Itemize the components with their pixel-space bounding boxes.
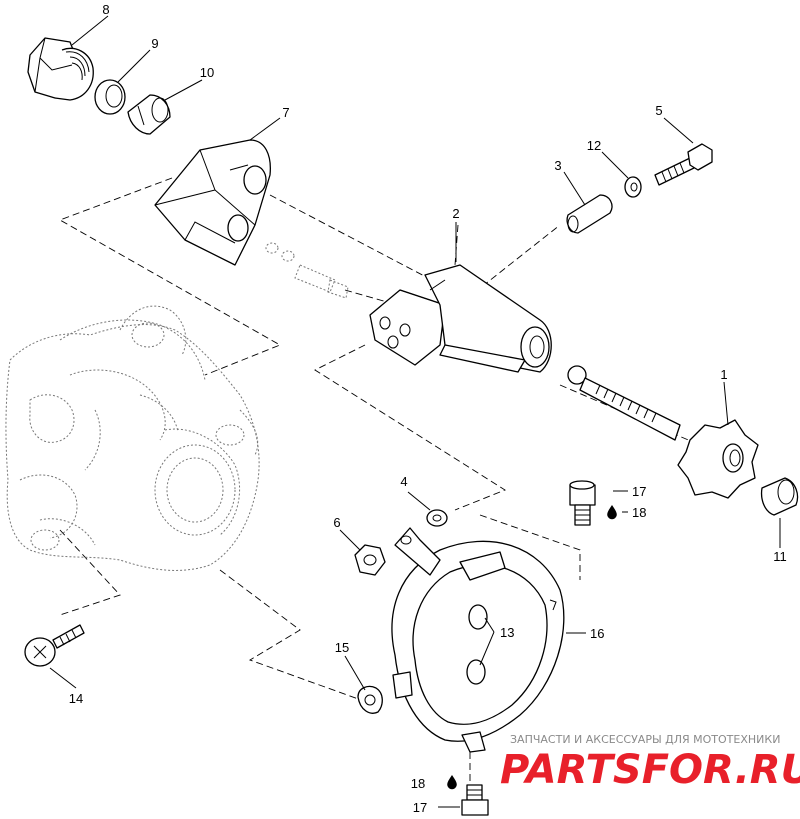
callout-15: 15: [335, 640, 349, 655]
callout-11: 11: [773, 549, 787, 564]
part-17-socket-screw-lower: [461, 784, 489, 816]
part-16-round-housing: [391, 527, 565, 753]
part-2-mounting-arm: [369, 264, 552, 373]
droplet-icon-lower: [447, 775, 457, 790]
part-10-split-bushing: [127, 94, 171, 135]
droplet-icon-upper: [607, 505, 617, 520]
watermark-tagline: ЗАПЧАСТИ И АКСЕССУАРЫ ДЛЯ МОТОТЕХНИКИ: [510, 733, 780, 746]
gearbox-housing-ghost: [5, 305, 260, 571]
part-11-bushing: [760, 477, 799, 516]
callout-2: 2: [452, 206, 459, 221]
callout-4: 4: [400, 474, 407, 489]
callout-18-upper: 18: [632, 505, 646, 520]
callout-9: 9: [151, 36, 158, 51]
callout-17-upper: 17: [632, 484, 646, 499]
callout-7: 7: [282, 105, 289, 120]
callout-8: 8: [102, 2, 109, 17]
callout-18-lower: 18: [411, 776, 425, 791]
part-1-adjuster-knob: [567, 365, 759, 499]
part-3-pin: [566, 194, 613, 234]
part-14-flat-head-bolt: [24, 624, 85, 667]
callout-labels: 8 9 10 7 5 12 3 2 1 4 6 17 18 11 13 16 1…: [69, 2, 787, 815]
part-8-hex-plug: [27, 37, 94, 101]
callout-1: 1: [720, 367, 727, 382]
part-15-nut: [357, 685, 383, 714]
part-5-bolt: [654, 143, 713, 186]
part-12-washer: [624, 176, 642, 198]
callout-10: 10: [200, 65, 214, 80]
part-6-nut: [354, 544, 386, 576]
callout-6: 6: [333, 515, 340, 530]
watermark-logo: PARTSFOR.RU: [500, 747, 800, 793]
ghost-screw-near-bracket: [265, 242, 349, 299]
part-17-socket-screw-upper: [569, 480, 596, 526]
callout-5: 5: [655, 103, 662, 118]
callout-13: 13: [500, 625, 514, 640]
part-9-sealing-ring: [94, 79, 126, 115]
callout-14: 14: [69, 691, 83, 706]
part-7-bracket: [154, 139, 271, 266]
part-4-washer: [426, 509, 448, 527]
watermark: ЗАПЧАСТИ И АКСЕССУАРЫ ДЛЯ МОТОТЕХНИКИ PA…: [500, 733, 800, 793]
callout-17-lower: 17: [413, 800, 427, 815]
callout-leader-lines: [49, 15, 781, 808]
callout-16: 16: [590, 626, 604, 641]
callout-3: 3: [554, 158, 561, 173]
callout-12: 12: [587, 138, 601, 153]
